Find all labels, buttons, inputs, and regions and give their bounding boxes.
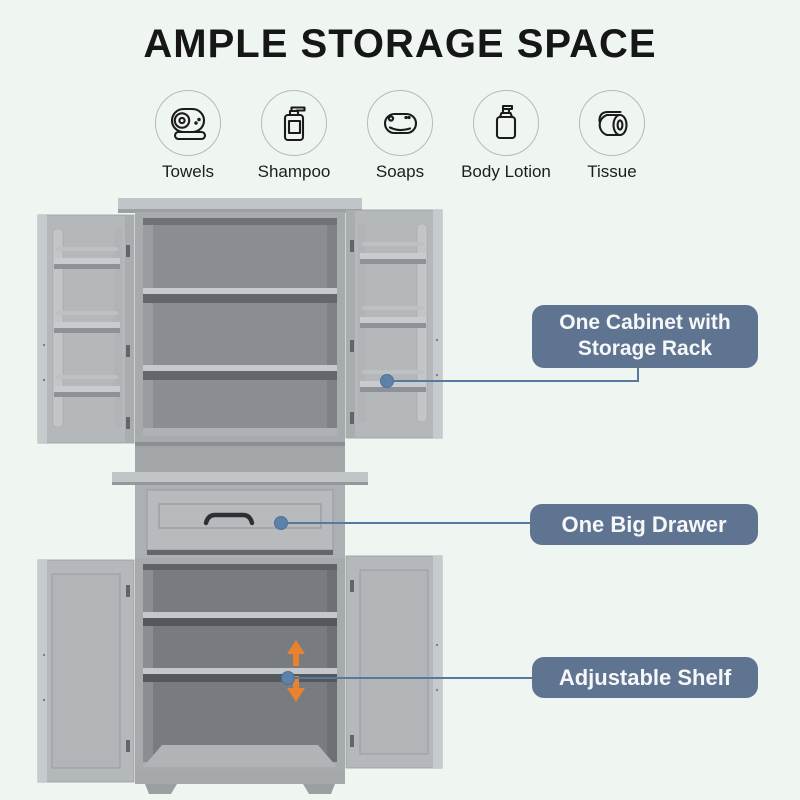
callout-big-drawer: One Big Drawer [530, 504, 758, 545]
cabinet-middle-board [112, 442, 368, 485]
big-drawer [135, 485, 345, 558]
lower-door-left [37, 559, 135, 783]
adjustable-shelf [143, 668, 337, 682]
feature-label: Towels [162, 162, 214, 181]
feature-towels: Towels [138, 90, 238, 182]
page-title: AMPLE STORAGE SPACE [143, 22, 657, 66]
towel-roll-icon [155, 90, 221, 156]
cabinet-base [135, 770, 345, 794]
storage-rack-door-right [345, 209, 443, 439]
callout-adjustable-shelf: Adjustable Shelf [532, 657, 758, 698]
feature-soaps: Soaps [350, 90, 450, 182]
drawer-handle [203, 512, 255, 526]
lower-cabinet [135, 558, 345, 770]
lower-door-right [345, 555, 443, 769]
soap-bar-icon [367, 90, 433, 156]
feature-tissue: Tissue [562, 90, 662, 182]
storage-rack-door-left [37, 214, 135, 444]
tissue-roll-icon [579, 90, 645, 156]
lotion-bottle-icon [473, 90, 539, 156]
feature-label: Tissue [587, 162, 637, 181]
product-image [37, 198, 443, 794]
shelf-down-arrow-icon [287, 676, 305, 702]
feature-label: Shampoo [257, 162, 331, 181]
feature-body-lotion: Body Lotion [456, 90, 556, 182]
callout-storage-rack: One Cabinet with Storage Rack [532, 305, 758, 368]
feature-shampoo: Shampoo [244, 90, 344, 182]
shelf-up-arrow-icon [287, 640, 305, 666]
feature-icon-row: Towels Shampoo Soaps [0, 90, 800, 182]
shampoo-pump-bottle-icon [261, 90, 327, 156]
feature-label: Soaps [375, 162, 425, 181]
upper-cabinet [118, 198, 362, 442]
feature-label: Body Lotion [461, 162, 551, 181]
